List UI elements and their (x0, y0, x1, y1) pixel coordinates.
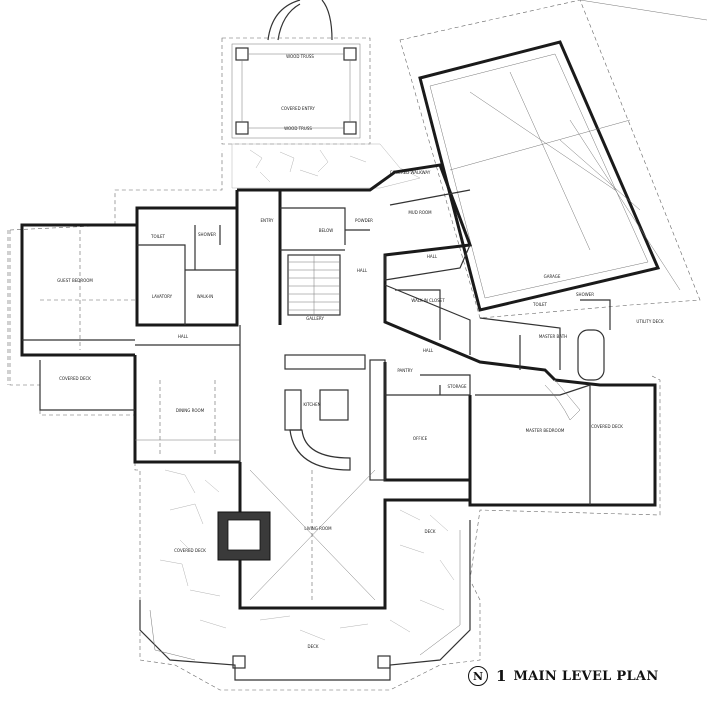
label-wood-truss-bottom: WOOD TRUSS (284, 126, 312, 131)
roof-eave-outline (7, 150, 661, 691)
kitchen-island (284, 354, 386, 481)
label-storage: STORAGE (447, 384, 467, 389)
label-master-shower: SHOWER (576, 292, 594, 297)
covered-entry-structure (221, 37, 371, 145)
fireplace (217, 511, 271, 561)
label-covered-entry: COVERED ENTRY (281, 106, 315, 111)
label-covered-deck-east: COVERED DECK (591, 424, 623, 429)
label-deck-south: DECK (307, 644, 318, 649)
exterior-walls (20, 163, 657, 610)
label-kitchen: KITCHEN (303, 402, 320, 407)
plan-number: 1 (496, 667, 507, 685)
stone-deck-east (399, 509, 455, 581)
label-covered-deck-west: COVERED DECK (59, 376, 91, 381)
structural-frames (40, 230, 376, 601)
label-master-toilet: TOILET (532, 302, 548, 307)
label-guest-bedroom: GUEST BEDROOM (57, 278, 93, 283)
entry-walk-curve (267, 0, 333, 41)
label-hall-upper: HALL (427, 254, 438, 259)
interior-walls (22, 189, 611, 505)
stone-covered-deck-south (159, 469, 445, 641)
plan-title: MAIN LEVEL PLAN (513, 668, 659, 684)
label-master-bath: MASTER BATH (539, 334, 567, 339)
main-stair (287, 254, 341, 316)
label-lavatory: LAVATORY (152, 294, 173, 299)
label-deck-east: DECK (424, 529, 435, 534)
label-garage: GARAGE (544, 274, 561, 279)
stone-entry-terrace (231, 143, 421, 189)
label-below: BELOW (319, 228, 334, 233)
label-office: OFFICE (413, 436, 428, 441)
label-hall-center: HALL (357, 268, 368, 273)
label-walk-in-closet: WALK-IN CLOSET (411, 298, 445, 303)
north-arrow-icon: N (468, 666, 488, 686)
label-living-room: LIVING ROOM (304, 526, 332, 531)
label-pantry: PANTRY (397, 368, 413, 373)
label-powder: POWDER (355, 218, 373, 223)
label-utility-deck: UTILITY DECK (636, 319, 664, 324)
label-dining-room: DINING ROOM (176, 408, 205, 413)
label-hall-east: HALL (423, 348, 434, 353)
north-label: N (472, 669, 484, 683)
label-covered-walkway: COVERED WALKWAY (390, 170, 431, 175)
label-master-bedroom: MASTER BEDROOM (526, 428, 565, 433)
drawing-title-block: N 1 MAIN LEVEL PLAN (468, 662, 659, 690)
label-wood-truss-top: WOOD TRUSS (286, 54, 314, 59)
garage-block (399, 0, 707, 319)
label-gallery: GALLERY (306, 316, 324, 321)
label-shower: SHOWER (198, 232, 216, 237)
label-hall-west: HALL (178, 334, 189, 339)
label-walk-in: WALK-IN (197, 294, 214, 299)
room-labels: WOOD TRUSS COVERED ENTRY WOOD TRUSS COVE… (57, 54, 664, 649)
master-suite-detail (544, 329, 605, 421)
label-toilet: TOILET (150, 234, 166, 239)
label-entry: ENTRY (261, 218, 274, 223)
label-mud-room: MUD ROOM (408, 210, 432, 215)
label-covered-deck-south: COVERED DECK (174, 548, 206, 553)
south-deck (139, 520, 471, 681)
